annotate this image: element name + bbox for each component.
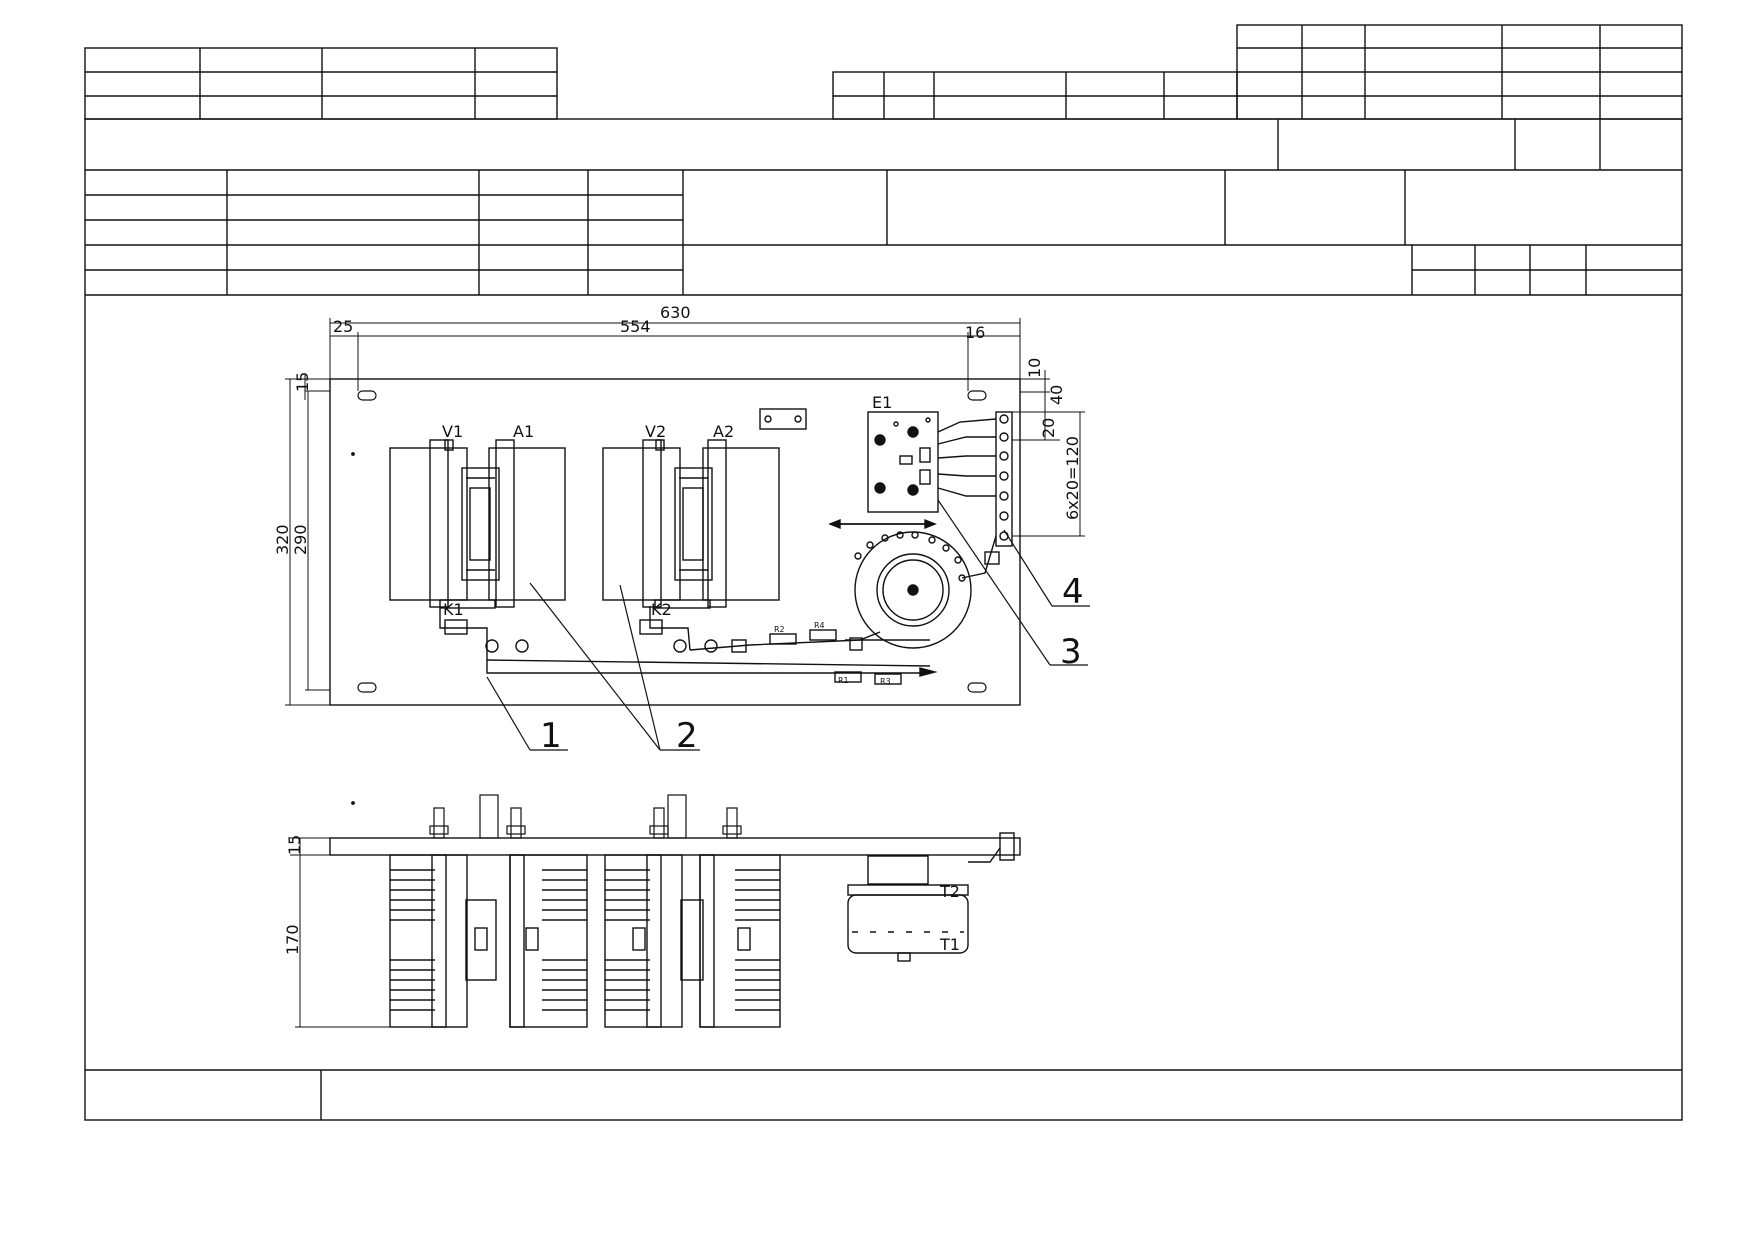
side-plate	[329, 837, 1021, 856]
dim-16: 16	[965, 323, 985, 342]
label-r3: R3	[880, 677, 891, 686]
control-board-e1	[867, 411, 939, 513]
label-t2: T2	[939, 882, 960, 901]
toroidal-transformer	[854, 531, 1000, 649]
mounting-slot	[357, 682, 377, 693]
dim-630: 630	[660, 303, 691, 322]
bracket	[759, 408, 807, 430]
label-v1: V1	[442, 422, 463, 441]
sheet-frame	[84, 118, 1683, 1121]
top-view-dimensions	[285, 318, 1085, 706]
dim-290: 290	[291, 524, 310, 555]
label-r2: R2	[774, 625, 785, 634]
callout-2: 2	[676, 716, 698, 756]
dim-170: 170	[283, 924, 302, 955]
screw	[794, 415, 802, 423]
label-r1: R1	[838, 676, 849, 685]
resistor-r4	[809, 629, 837, 641]
label-v2: V2	[645, 422, 666, 441]
label-e1: E1	[872, 393, 892, 412]
dim-20: 20	[1039, 418, 1058, 438]
label-r4: R4	[814, 621, 825, 630]
heatsink-assembly-2	[602, 439, 780, 609]
dim-15-side: 15	[285, 835, 304, 855]
terminal-block	[995, 411, 1013, 547]
dim-15-top: 15	[293, 372, 312, 392]
label-k2: K2	[651, 600, 672, 619]
heatsink-profile-1b	[509, 854, 588, 1028]
dim-320: 320	[273, 524, 292, 555]
wiring-harness	[439, 606, 938, 685]
heatsink-profile-2b	[699, 854, 781, 1028]
heatsink-profile-2a	[604, 854, 683, 1028]
resistor-r2	[769, 633, 797, 645]
k1-connector	[444, 619, 468, 635]
callout-1: 1	[540, 716, 562, 756]
thyristor-2	[680, 899, 704, 981]
dim-25: 25	[333, 317, 353, 336]
revision-table	[84, 47, 558, 120]
dim-554: 554	[620, 317, 651, 336]
label-a1: A1	[513, 422, 534, 441]
terminal-strip	[937, 411, 1013, 547]
label-a2: A2	[713, 422, 734, 441]
callout-leaders	[486, 499, 1090, 751]
k2-connector	[639, 619, 663, 635]
callout-4: 4	[1062, 572, 1084, 612]
label-k1: K1	[443, 600, 464, 619]
mounting-slot	[357, 390, 377, 401]
heatsink-v1	[389, 447, 468, 601]
mounting-slots	[357, 390, 987, 693]
title-block	[84, 24, 1683, 1121]
side-view: T2 T1	[290, 794, 1021, 1028]
resistor-r3	[874, 673, 902, 685]
heatsink-profile-1a	[389, 854, 468, 1028]
dim-40: 40	[1047, 385, 1066, 405]
mounting-slot	[967, 390, 987, 401]
callout-3: 3	[1060, 632, 1082, 672]
top-view	[329, 378, 1021, 706]
bolts	[429, 794, 742, 839]
transformer-side	[847, 847, 1001, 962]
resistor-r1	[834, 671, 862, 683]
heatsink-a1	[488, 447, 566, 601]
heatsink-a2	[702, 447, 780, 601]
heatsink-assembly-1	[389, 439, 566, 609]
label-t1: T1	[939, 935, 960, 954]
screw	[764, 415, 772, 423]
heatsink-v2	[602, 447, 681, 601]
dim-10: 10	[1025, 358, 1044, 378]
thyristor-1	[465, 899, 497, 981]
dim-6x20: 6x20=120	[1063, 436, 1082, 520]
pcb	[867, 411, 939, 513]
mounting-slot	[967, 682, 987, 693]
